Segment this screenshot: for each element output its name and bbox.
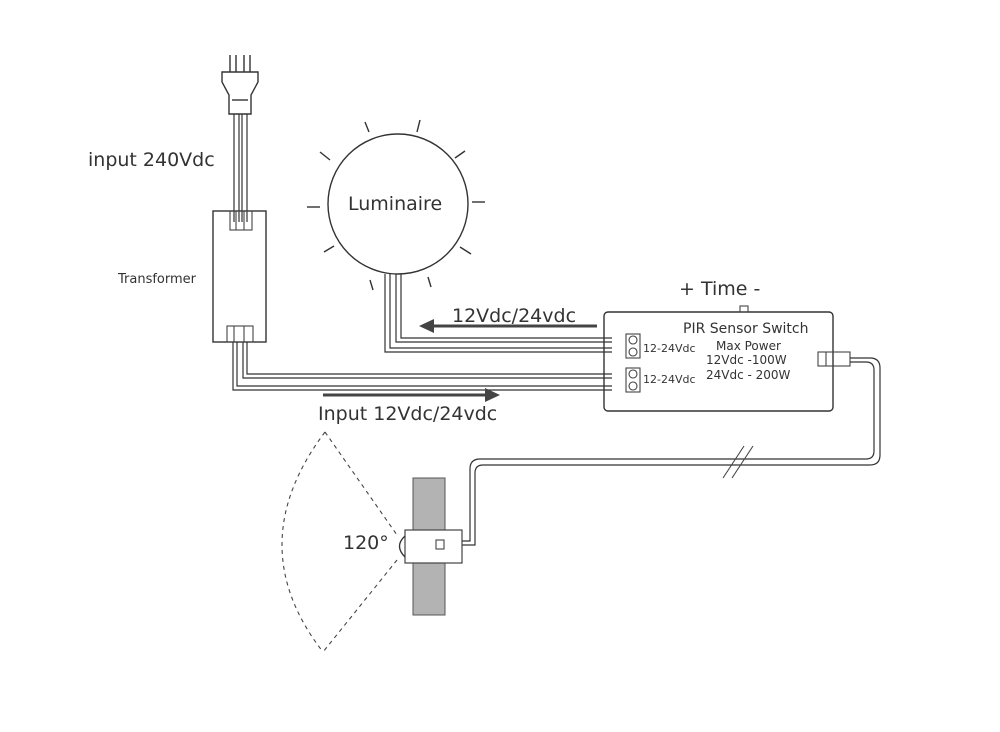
detection-cone: [281, 431, 398, 653]
pir-rating-12v: 12Vdc -100W: [706, 353, 787, 367]
pir-switch-title: PIR Sensor Switch: [683, 321, 808, 337]
luminaire: [307, 119, 485, 291]
transformer-label: Transformer: [117, 272, 197, 287]
pir-max-power: Max Power: [716, 339, 781, 353]
input-arrow: [323, 388, 500, 402]
luminaire-label: Luminaire: [348, 193, 442, 215]
sensor-cable: [444, 357, 881, 546]
power-plug: [221, 55, 259, 115]
output-terminal-label: 12-24Vdc: [643, 342, 696, 355]
angle-label: 120°: [343, 532, 389, 554]
transformer: [212, 210, 267, 343]
input-terminal: [625, 367, 641, 393]
input-low-voltage-label: Input 12Vdc/24vdc: [318, 403, 497, 425]
input-voltage-label: input 240Vdc: [88, 149, 215, 171]
pir-rating-24v: 24Vdc - 200W: [706, 368, 791, 382]
pir-switch: [603, 305, 851, 412]
output-arrow: [419, 319, 597, 333]
output-cable: [384, 274, 612, 353]
wall-sensor: [398, 477, 463, 616]
mains-cable: [233, 114, 248, 222]
input-terminal-label: 12-24Vdc: [643, 373, 696, 386]
input-cable: [232, 342, 612, 391]
time-label: + Time -: [679, 278, 760, 300]
output-voltage-label: 12Vdc/24vdc: [452, 305, 576, 327]
output-terminal: [625, 333, 641, 359]
